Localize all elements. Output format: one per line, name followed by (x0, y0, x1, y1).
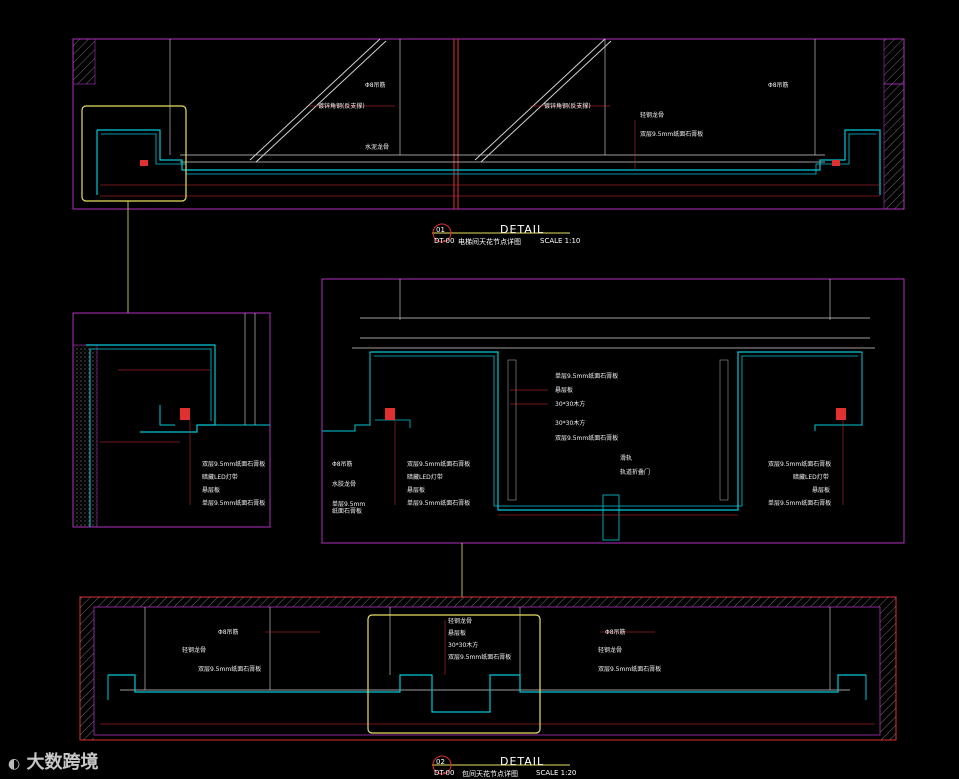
detail-zoom-left (72, 312, 271, 528)
d2-right-1: 轻钢龙骨 (598, 647, 623, 654)
mid-label-0: 单层9.5mm纸面石膏板 (555, 373, 619, 380)
mid-label-1: 悬层板 (555, 387, 574, 394)
mid-left-0: Φ8吊筋 (332, 461, 353, 468)
mid-inner-3: 单层9.5mm纸面石膏板 (407, 500, 471, 507)
d2-center-0: 轻钢龙骨 (448, 618, 473, 625)
d1-label-hanger-right: Φ8吊筋 (768, 82, 789, 89)
zl-label-2: 悬层板 (202, 487, 221, 494)
mid-right-2: 悬层板 (812, 487, 831, 494)
watermark-logo: ◐ 大数跨境 (8, 748, 99, 774)
mid-label-2: 30*30木方 (555, 401, 586, 408)
watermark-text: 大数跨境 (26, 752, 99, 773)
zl-label-3: 单层9.5mm纸面石膏板 (202, 500, 266, 507)
d1-label-hanger-left: Φ8吊筋 (365, 82, 386, 89)
mid-label-4: 双层9.5mm纸面石膏板 (555, 435, 619, 442)
mid-inner-2: 悬层板 (407, 487, 426, 494)
detail-01-section (72, 38, 905, 313)
d1-label-angle-right: 镀锌角钢(反支撑) (544, 103, 591, 110)
mid-right-1: 暗藏LED灯带 (793, 474, 829, 481)
d2-left-2: 双层9.5mm纸面石膏板 (198, 666, 262, 673)
d1-tag: 01 (436, 226, 445, 234)
d1-label-board: 双层9.5mm纸面石膏板 (640, 131, 704, 138)
zl-label-1: 暗藏LED灯带 (202, 474, 238, 481)
mid-label-6: 轨道折叠门 (620, 469, 651, 476)
d2-title: 包间天花节点详图 (462, 770, 518, 778)
zl-label-0: 双层9.5mm纸面石膏板 (202, 461, 266, 468)
mid-label-5: 滑轨 (620, 455, 633, 462)
d2-sheet: DT-00 (434, 769, 455, 777)
d2-center-2: 30*30木方 (448, 642, 479, 649)
mid-right-0: 双层9.5mm纸面石膏板 (768, 461, 832, 468)
d2-right-2: 双层9.5mm纸面石膏板 (598, 666, 662, 673)
d1-label-steel-keel: 轻钢龙骨 (640, 112, 665, 119)
detail-middle-section (321, 278, 905, 597)
mid-inner-0: 双层9.5mm纸面石膏板 (407, 461, 471, 468)
d1-scale: SCALE 1:10 (540, 237, 581, 245)
d2-left-1: 轻钢龙骨 (182, 647, 207, 654)
mid-label-3: 30*30木方 (555, 420, 586, 427)
d2-left-0: Φ8吊筋 (218, 629, 239, 636)
mid-inner-1: 暗藏LED灯带 (407, 474, 443, 481)
d2-center-3: 双层9.5mm纸面石膏板 (448, 654, 512, 661)
detail-02-section (79, 596, 897, 741)
mid-right-3: 单层9.5mm纸面石膏板 (768, 500, 832, 507)
d1-title: 电梯间天花节点详图 (458, 238, 521, 246)
mid-left-1: 水胶龙骨 (332, 481, 357, 488)
d2-tag: 02 (436, 758, 445, 766)
logo-icon: ◐ (8, 756, 21, 772)
d2-scale: SCALE 1:20 (536, 769, 577, 777)
d2-heading: DETAIL (500, 755, 545, 768)
d2-right-0: Φ8吊筋 (605, 629, 626, 636)
d1-label-keel: 水泥龙骨 (365, 144, 390, 151)
d1-sheet: DT-00 (434, 237, 455, 245)
d1-label-angle-left: 镀锌角钢(反支撑) (318, 103, 365, 110)
d2-center-1: 悬层板 (448, 630, 467, 637)
d1-heading: DETAIL (500, 223, 545, 236)
mid-left-2: 单层9.5mm纸面石膏板 (332, 501, 366, 515)
